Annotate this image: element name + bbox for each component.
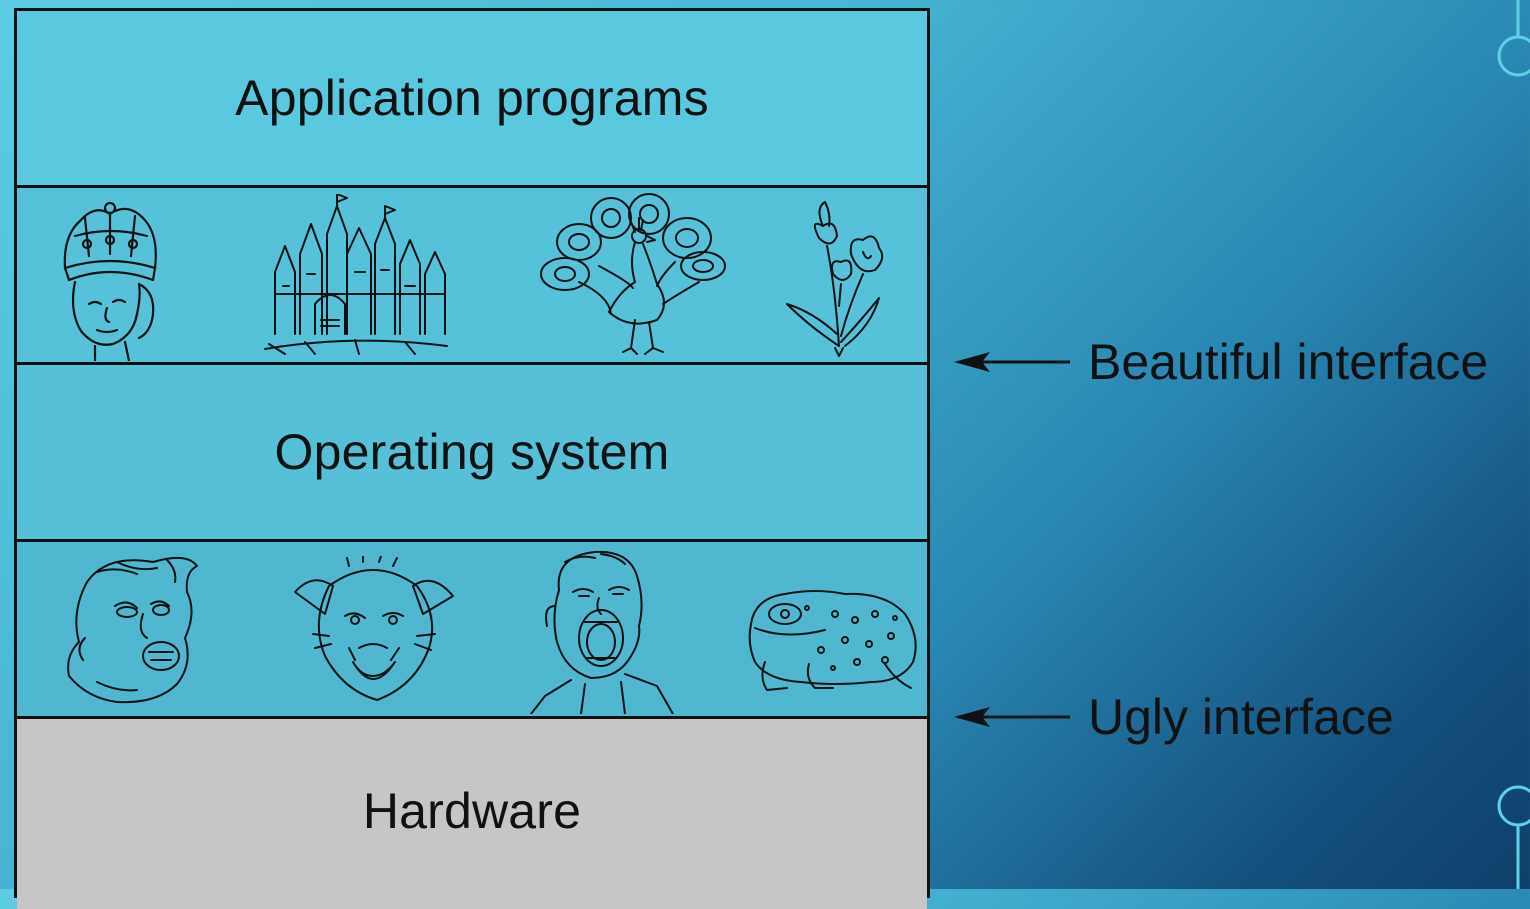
screaming-man-icon [530,550,674,714]
grotesque-face-icon [67,556,198,704]
castle-icon [264,194,448,355]
beautiful-interface-pointer: Beautiful interface [952,330,1488,394]
peacock-icon [540,193,726,355]
left-arrow-icon [954,707,1070,727]
operating-system-label: Operating system [274,424,670,480]
layer-stack-diagram: Application programs [14,8,930,909]
application-programs-layer: Application programs [17,11,927,188]
hardware-layer: Hardware [17,719,927,909]
ugly-interface-label: Ugly interface [1088,689,1394,745]
flower-icon [786,201,884,357]
boar-icon [294,556,454,701]
operating-system-layer: Operating system [17,365,927,542]
ugly-interface-pointer: Ugly interface [952,685,1394,749]
beautiful-interface-label: Beautiful interface [1088,334,1489,390]
hardware-label: Hardware [362,783,582,839]
top-connector-ornament [1497,0,1530,77]
left-arrow-icon [954,352,1070,372]
ugly-interface-layer [17,542,927,719]
beautiful-interface-layer [17,188,927,365]
queen-icon [63,201,157,361]
toad-icon [748,590,917,691]
bottom-connector-ornament [1497,785,1530,889]
application-programs-label: Application programs [235,70,709,126]
